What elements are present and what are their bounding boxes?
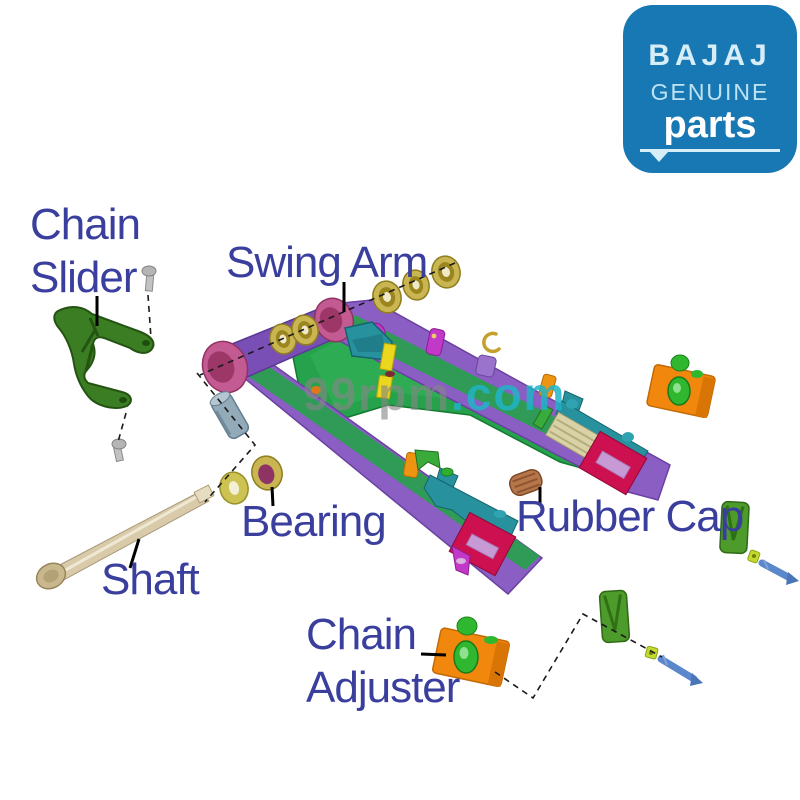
pivot-bushing-left (201, 340, 249, 394)
chain-adjuster-bottom (431, 616, 511, 687)
watermark-suffix-text: .com (451, 368, 567, 420)
bearing-part (251, 455, 283, 491)
chain-slider-label: Chain Slider (30, 198, 141, 304)
adjuster-pad-right (719, 500, 750, 555)
logo-genuine-text: GENUINE (650, 79, 770, 105)
shaft-part (35, 484, 215, 590)
logo-brand-text: BAJAJ (648, 39, 772, 72)
bolt-bottom (657, 654, 703, 686)
logo-parts-text: parts (663, 104, 757, 146)
bolt-right (758, 559, 799, 585)
frame-dot-orange (311, 386, 321, 394)
logo-underline-arrow (640, 149, 780, 162)
spacer-sleeve (209, 391, 250, 440)
chain-adjuster-label-line2: Adjuster (306, 663, 460, 712)
chain-slider-label-line1: Chain (30, 200, 141, 249)
watermark-site-text: 99rpm (303, 368, 452, 420)
shock-mount-bracket (344, 321, 393, 361)
rear-crimson-panel (578, 430, 648, 496)
clip-right (747, 549, 761, 564)
label-leader-lines (95, 282, 542, 657)
bearing-label: Bearing (241, 497, 387, 546)
slider-screw-top (141, 265, 157, 292)
frame-dot-maroon (385, 371, 395, 377)
chain-slider-label-line2: Slider (30, 253, 137, 302)
watermark: 99rpm.com (303, 367, 566, 421)
slider-screw-bottom (111, 438, 127, 463)
lower-arm-end (402, 449, 519, 577)
frame-sticker-yellow (375, 342, 397, 400)
chain-adjuster-right (646, 354, 716, 418)
upper-arm-rear-end (532, 399, 649, 496)
adjuster-pad-bottom (598, 589, 631, 644)
chain-adjuster-label: Chain Adjuster (306, 608, 460, 714)
bajaj-genuine-parts-logo: BAJAJ GENUINE parts (623, 5, 797, 173)
shaft-label: Shaft (101, 555, 200, 604)
bearing-washer (219, 471, 249, 505)
assembly-dashed-lines (117, 262, 663, 700)
rubber-cap-part (508, 468, 543, 497)
circlip (482, 331, 501, 354)
clip-bottom (644, 645, 659, 660)
chain-slider-part (53, 306, 155, 409)
rubber-cap-label: Rubber Cap (516, 492, 744, 541)
swing-arm-label: Swing Arm (226, 238, 428, 287)
chain-adjuster-label-line1: Chain (306, 610, 417, 659)
